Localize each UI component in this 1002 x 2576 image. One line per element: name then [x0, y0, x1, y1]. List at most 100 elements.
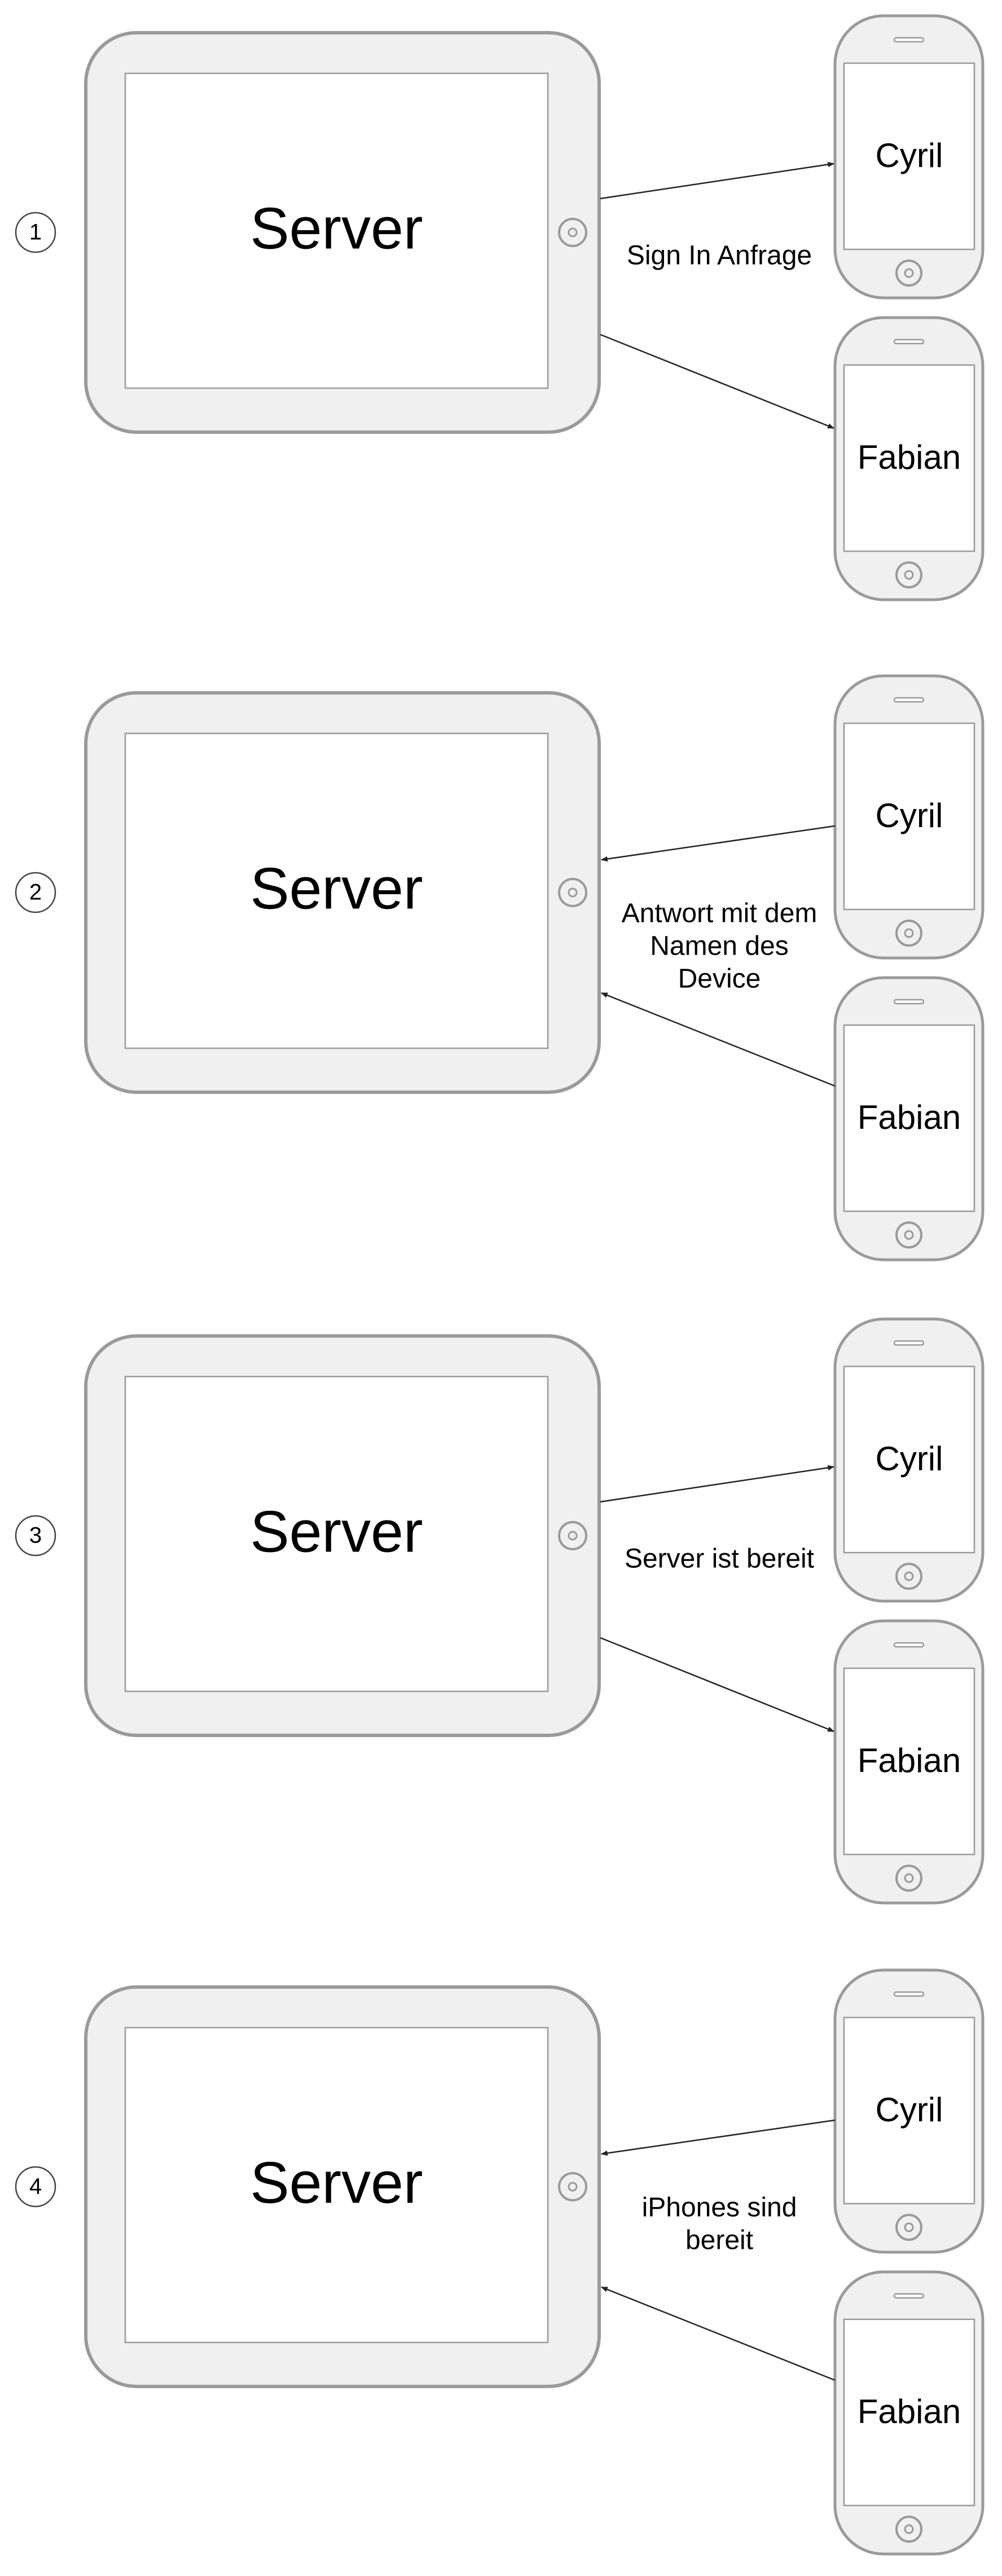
server-device: Server [84, 31, 601, 434]
phone-screen [843, 62, 975, 250]
phone-screen [843, 1365, 975, 1554]
phone-label: Cyril [876, 797, 943, 834]
phone-home-button-icon [895, 561, 922, 588]
arrow-from-cyril [600, 2119, 836, 2156]
step-number-circle [15, 2166, 56, 2208]
phone-home-button-inner-icon [904, 2524, 914, 2534]
phone-home-button-inner-icon [904, 1571, 914, 1581]
message-arrows [600, 1465, 835, 1733]
step-number-circle [15, 872, 56, 913]
speaker-icon [893, 697, 925, 703]
message-label: Server ist bereit [625, 1544, 814, 1574]
speaker-icon [893, 339, 925, 345]
phone-label: Fabian [858, 2393, 961, 2430]
phone-label: Fabian [858, 1742, 961, 1779]
phone-label: Fabian [858, 1098, 961, 1136]
phone-home-button-icon [895, 1563, 922, 1590]
home-button-inner-icon [568, 887, 578, 898]
phone-fabian: Fabian [833, 316, 985, 601]
home-button-inner-icon [568, 2182, 578, 2192]
phone-home-button-inner-icon [904, 2222, 914, 2232]
phone-home-button-icon [895, 1221, 922, 1249]
home-button-inner-icon [568, 1531, 578, 1541]
phone-fabian: Fabian [833, 1619, 985, 1905]
phone-label: Cyril [876, 1440, 943, 1478]
home-button-icon [558, 878, 587, 907]
message-arrows [600, 161, 835, 429]
phone-fabian: Fabian [833, 976, 985, 1261]
message-label: Antwort mit dem [622, 899, 818, 929]
phone-home-button-inner-icon [904, 928, 914, 938]
message-label: Device [678, 964, 761, 994]
message-label: bereit [685, 2226, 753, 2256]
server-label: Server [250, 856, 423, 921]
arrow-from-fabian [600, 992, 836, 1087]
home-button-icon [558, 2172, 587, 2201]
server-label: Server [250, 2150, 423, 2215]
server-screen [124, 1375, 549, 1693]
phone-home-button-icon [895, 2516, 922, 2543]
message-label: Sign In Anfrage [627, 241, 812, 271]
phone-label: Fabian [858, 438, 961, 476]
phone-cyril: Cyril [833, 674, 985, 960]
phone-screen [843, 364, 975, 552]
phone-home-button-inner-icon [904, 1230, 914, 1240]
phone-label: Cyril [876, 137, 943, 174]
phone-cyril: Cyril [833, 1317, 985, 1603]
message-label: iPhones sind [642, 2193, 797, 2223]
phone-screen [843, 1667, 975, 1856]
phone-home-button-icon [895, 920, 922, 947]
server-screen [124, 732, 549, 1049]
server-device: Server [84, 1334, 601, 1737]
arrow-to-cyril [600, 161, 835, 200]
server-label: Server [250, 1499, 423, 1564]
speaker-icon [893, 1642, 925, 1648]
step-number: 4 [29, 2174, 42, 2199]
server-device: Server [84, 1985, 601, 2388]
phone-cyril: Cyril [833, 14, 985, 300]
home-button-inner-icon [568, 227, 578, 238]
speaker-icon [893, 1991, 925, 1997]
step-number: 2 [29, 880, 42, 905]
speaker-icon [893, 37, 925, 43]
phone-screen [843, 2016, 975, 2205]
home-button-icon [558, 1521, 587, 1550]
server-label: Server [250, 196, 423, 261]
arrow-from-cyril [600, 825, 836, 862]
phone-home-button-icon [895, 260, 922, 287]
speaker-icon [893, 1340, 925, 1346]
phone-screen [843, 722, 975, 911]
server-screen [124, 2026, 549, 2344]
message-arrows [600, 2119, 836, 2381]
arrow-to-cyril [600, 1465, 835, 1503]
phone-label: Cyril [876, 2091, 943, 2129]
home-button-icon [558, 218, 587, 247]
step-number-circle [15, 212, 56, 253]
server-screen [124, 72, 549, 389]
phone-screen [843, 1024, 975, 1212]
arrow-to-fabian [600, 333, 835, 429]
server-device: Server [84, 691, 601, 1094]
phone-home-button-inner-icon [904, 570, 914, 580]
speaker-icon [893, 2293, 925, 2299]
message-label: Namen des [650, 931, 788, 961]
phone-screen [843, 2318, 975, 2507]
arrow-to-fabian [600, 1637, 835, 1733]
phone-home-button-inner-icon [904, 1873, 914, 1883]
phone-home-button-icon [895, 2214, 922, 2241]
speaker-icon [893, 999, 925, 1005]
phone-home-button-inner-icon [904, 268, 914, 278]
step-number: 1 [29, 220, 42, 245]
phone-home-button-icon [895, 1865, 922, 1892]
step-number: 3 [29, 1523, 42, 1548]
message-arrows [600, 825, 836, 1087]
step-number-circle [15, 1515, 56, 1557]
arrow-from-fabian [600, 2286, 836, 2381]
phone-fabian: Fabian [833, 2270, 985, 2556]
